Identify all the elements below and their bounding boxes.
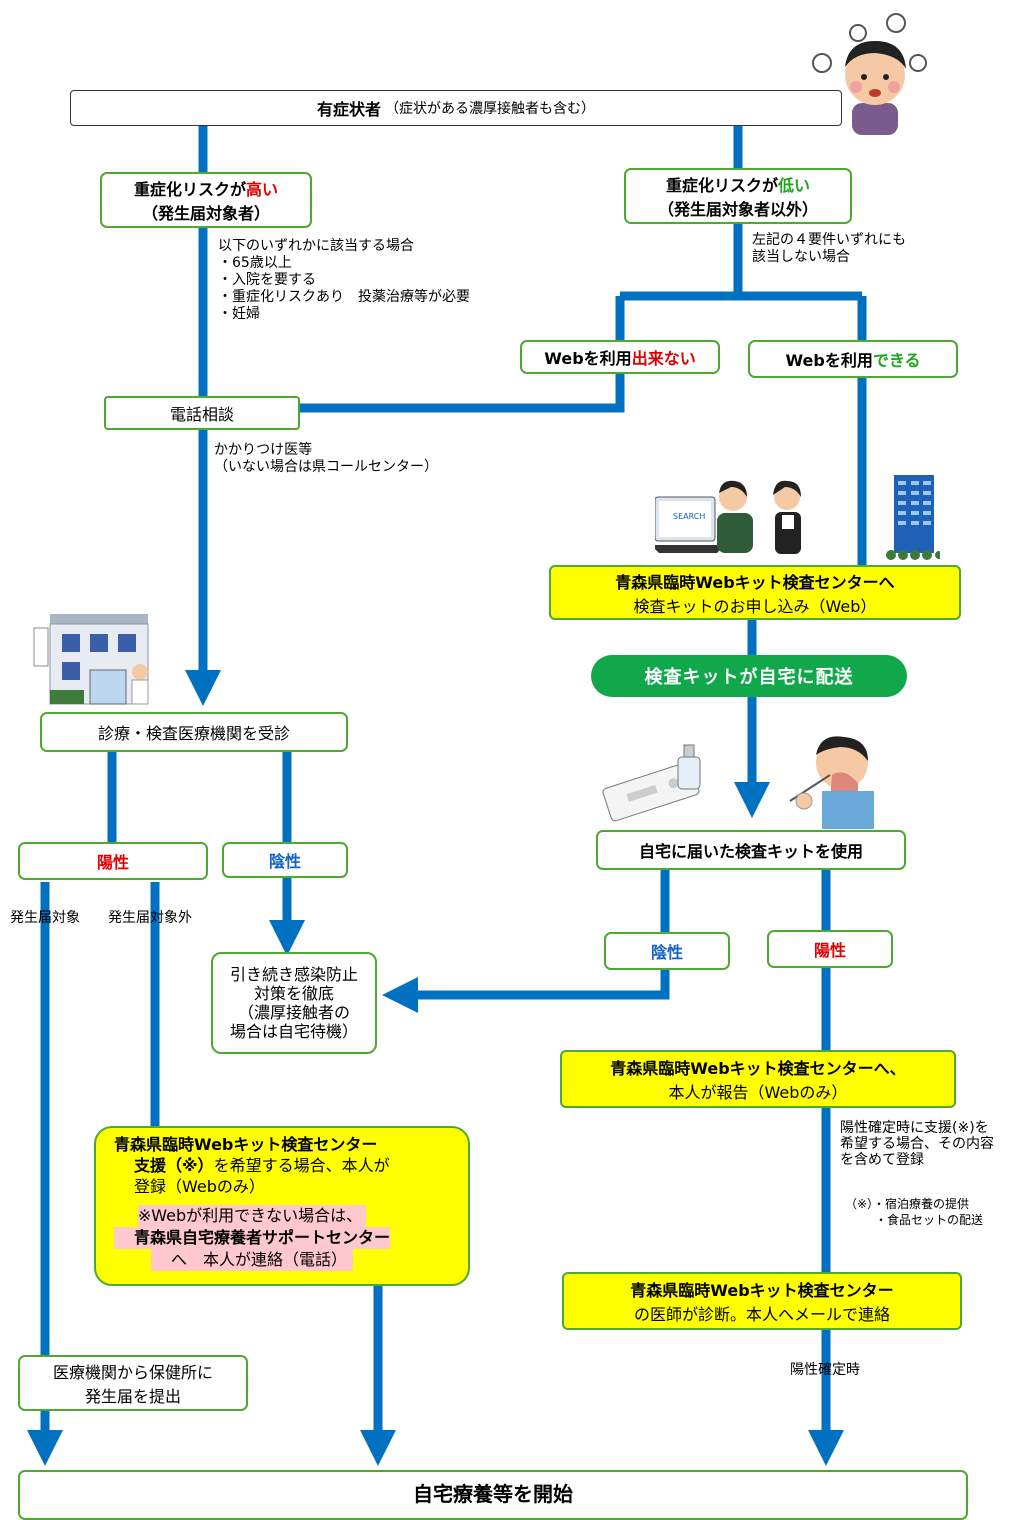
clinic-visit-box: 診療・検査医療機関を受診 bbox=[40, 712, 348, 752]
kit-delivery-pill: 検査キットが自宅に配送 bbox=[591, 655, 907, 697]
high-risk-key: 高い bbox=[246, 180, 279, 199]
web-available-box: Webを利用できる bbox=[748, 340, 958, 378]
symptomatic-box: 有症状者 （症状がある濃厚接触者も含む） bbox=[70, 90, 842, 126]
high-risk-sub: （発生届対象者） bbox=[141, 204, 270, 223]
low-risk-sub: （発生届対象者以外） bbox=[657, 200, 818, 219]
prevention-box: 引き続き感染防止 対策を徹底 （濃厚接触者の 場合は自宅待機） bbox=[211, 952, 377, 1054]
phone-consult-note: かかりつけ医等 （いない場合は県コールセンター） bbox=[214, 442, 438, 475]
low-risk-condition: 左記の４要件いずれにも 該当しない場合 bbox=[752, 232, 906, 265]
kit-application-box: 青森県臨時Webキット検査センターへ 検査キットのお申し込み（Web） bbox=[549, 565, 961, 620]
kit-use-box: 自宅に届いた検査キットを使用 bbox=[596, 830, 906, 870]
low-risk-box: 重症化リスクが低い （発生届対象者以外） bbox=[624, 168, 852, 224]
support-items: （※）・宿泊療養の提供 ・食品セットの配送 bbox=[845, 1197, 984, 1227]
web-unavailable-box: Webを利用出来ない bbox=[520, 340, 720, 374]
phone-consult-box: 電話相談 bbox=[104, 396, 300, 430]
support-note: 陽性確定時に支援(※)を 希望する場合、その内容 を含めて登録 bbox=[840, 1120, 994, 1168]
high-risk-box: 重症化リスクが高い （発生届対象者） bbox=[100, 172, 312, 228]
high-risk-conditions: 以下のいずれかに該当する場合 ・65歳以上 ・入院を要する ・重症化リスクあり … bbox=[218, 238, 470, 322]
web-application-illustration-icon: SEARCH bbox=[655, 475, 940, 560]
phone-fallback-note: ※Webが利用できない場合は、 青森県自宅療養者サポートセンター へ 本人が連絡… bbox=[114, 1205, 391, 1271]
line-low-split bbox=[615, 222, 867, 342]
kit-negative-box: 陰性 bbox=[604, 932, 730, 970]
clinic-negative-box: 陰性 bbox=[222, 842, 348, 878]
web-report-box: 青森県臨時Webキット検査センターへ、 本人が報告（Webのみ） bbox=[560, 1050, 956, 1108]
clinic-building-icon bbox=[33, 614, 149, 705]
home-care-start-box: 自宅療養等を開始 bbox=[18, 1470, 968, 1520]
high-risk-pre: 重症化リスクが bbox=[133, 180, 246, 199]
test-kit-swab-icon bbox=[602, 736, 874, 829]
notify-target-label: 発生届対象 bbox=[10, 910, 80, 926]
low-risk-pre: 重症化リスクが bbox=[665, 176, 778, 195]
health-center-report-box: 医療機関から保健所に 発生届を提出 bbox=[18, 1355, 248, 1411]
doctor-diagnosis-box: 青森県臨時Webキット検査センター の医師が診断。本人へメールで連絡 bbox=[562, 1272, 962, 1330]
kit-positive-box: 陽性 bbox=[767, 930, 893, 968]
arrow-kitneg-to-prevent bbox=[382, 970, 670, 1013]
line-webno-to-phone bbox=[298, 374, 625, 413]
sick-person-icon bbox=[812, 13, 927, 135]
low-risk-key: 低い bbox=[778, 176, 811, 195]
clinic-positive-box: 陽性 bbox=[18, 842, 208, 880]
support-register-box: 青森県臨時Webキット検査センター 支援（※）を希望する場合、本人が 登録（We… bbox=[94, 1126, 470, 1286]
svg-text:SEARCH: SEARCH bbox=[673, 512, 705, 521]
positive-confirmed-label: 陽性確定時 bbox=[790, 1362, 860, 1378]
notify-nontarget-label: 発生届対象外 bbox=[108, 910, 192, 926]
symptomatic-sub: （症状がある濃厚接触者も含む） bbox=[385, 101, 595, 117]
symptomatic-title: 有症状者 bbox=[316, 100, 381, 119]
